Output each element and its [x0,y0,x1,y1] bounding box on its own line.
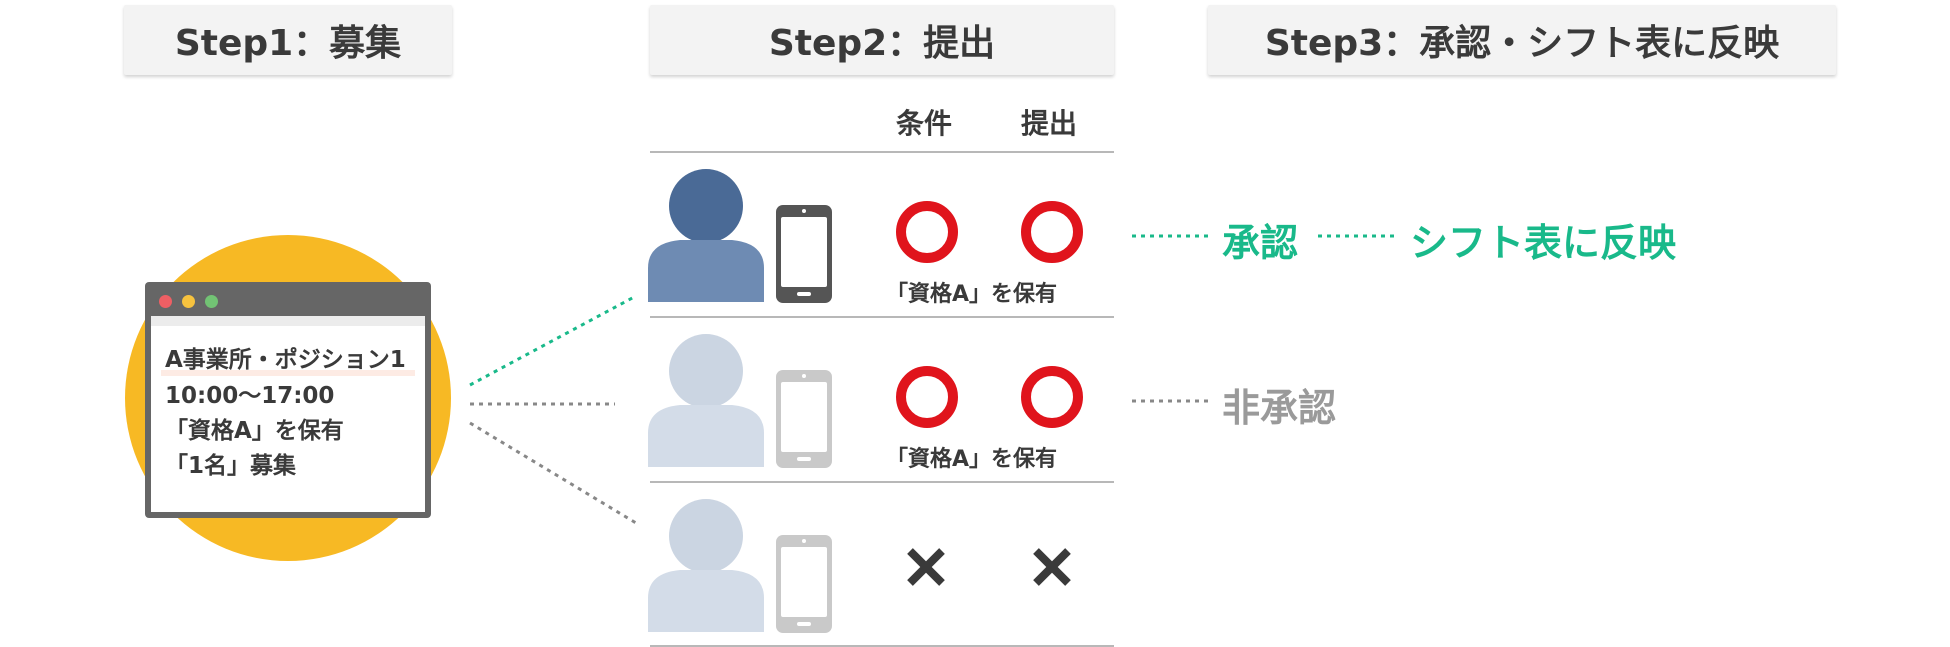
smartphone-icon [776,535,832,633]
window-close-dot [159,295,172,308]
result-approved: 承認 [1222,221,1299,265]
person-icon [648,334,764,467]
column-header-submit: 提出 [1021,107,1078,140]
smartphone-icon [776,205,832,303]
cross-mark-icon [907,548,945,586]
window-maximize-dot [205,295,218,308]
window-minimize-dot [182,295,195,308]
condition-note: 「資格A」を保有 [886,447,1058,472]
column-header-condition: 条件 [896,107,953,140]
circle-mark-icon [896,201,958,263]
connector-rejected [469,421,637,525]
posting-highlight [161,370,415,376]
table-row-divider [650,316,1114,318]
posting-line-count: 「1名」募集 [165,453,297,479]
step1-header: Step1：募集 [124,5,452,75]
result-shift-reflected: シフト表に反映 [1410,221,1677,265]
posting-content: A事業所・ポジション1 10:00〜17:00 「資格A」を保有 「1名」募集 [151,316,425,512]
circle-mark-icon [896,366,958,428]
posting-line-position: A事業所・ポジション1 [165,347,406,373]
smartphone-icon [776,370,832,468]
posting-line-qualification: 「資格A」を保有 [165,418,344,444]
result-not-approved: 非承認 [1222,386,1337,430]
cross-mark-icon [1033,548,1071,586]
circle-mark-icon [1021,201,1083,263]
circle-mark-icon [1021,366,1083,428]
step2-header: Step2：提出 [650,5,1114,75]
person-icon [648,169,764,302]
step3-header: Step3：承認・シフト表に反映 [1208,5,1836,75]
connector-approved [469,294,637,387]
condition-note: 「資格A」を保有 [886,282,1058,307]
table-row-divider [650,481,1114,483]
browser-window-icon: A事業所・ポジション1 10:00〜17:00 「資格A」を保有 「1名」募集 [145,282,431,518]
address-bar [151,316,425,326]
posting-line-time: 10:00〜17:00 [165,383,335,409]
person-icon [648,499,764,632]
table-top-line [650,151,1114,153]
